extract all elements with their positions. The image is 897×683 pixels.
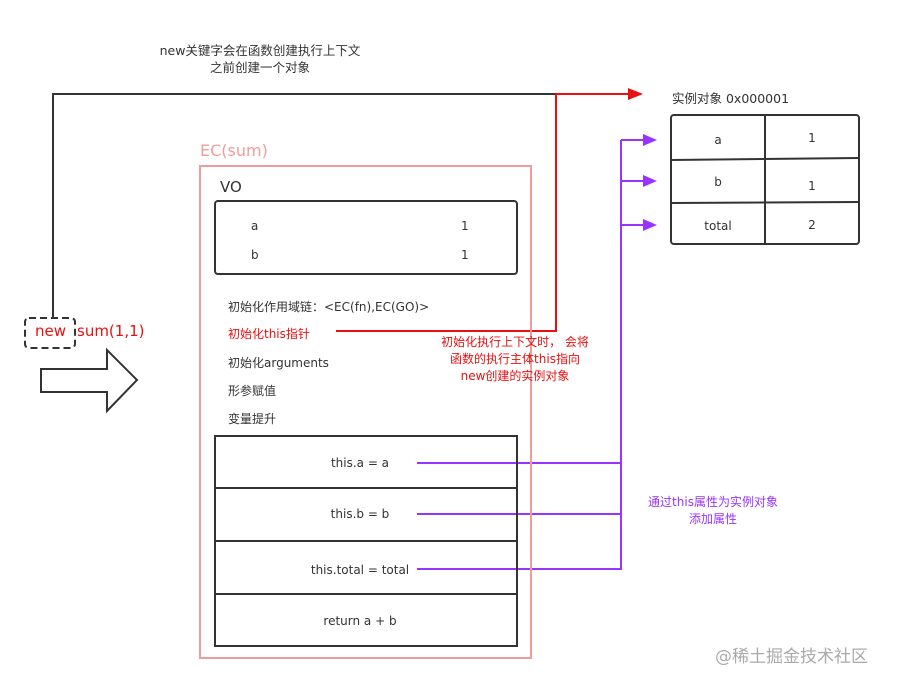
- top-note-line1: new关键字会在函数创建执行上下文: [159, 43, 361, 58]
- vo-key-b: b: [251, 248, 259, 262]
- new-keyword: new: [35, 322, 67, 340]
- red-arrowhead-icon: [628, 88, 643, 100]
- instance-key-total: total: [704, 219, 732, 233]
- this-pointer-line: [336, 93, 630, 332]
- vo-key-a: a: [251, 219, 259, 233]
- vo-title: VO: [220, 178, 242, 196]
- vo-box: [214, 200, 518, 275]
- watermark: @稀土掘金技术社区: [715, 647, 868, 667]
- top-note-line2: 之前创建一个对象: [209, 60, 310, 75]
- ec-title: EC(sum): [200, 141, 268, 160]
- purple-note: 通过this属性为实例对象 添加属性: [628, 494, 798, 528]
- code-row-this-total: this.total = total: [310, 563, 410, 577]
- instance-value-a: 1: [808, 131, 816, 145]
- instance-value-total: 2: [808, 218, 816, 232]
- red-note-line1: 初始化执行上下文时， 会将: [441, 335, 589, 349]
- code-row-return: return a + b: [323, 614, 397, 628]
- vo-value-b: 1: [461, 248, 469, 262]
- code-row-this-b: this.b = b: [330, 507, 390, 521]
- purple-note-line2: 添加属性: [688, 512, 737, 526]
- purple-line-total: [417, 140, 622, 570]
- purple-note-line1: 通过this属性为实例对象: [648, 495, 778, 509]
- new-keyword-box: [24, 317, 76, 349]
- top-note: new关键字会在函数创建执行上下文 之前创建一个对象: [130, 42, 390, 76]
- code-row-this-a: this.a = a: [330, 456, 390, 470]
- ec-box: [199, 165, 532, 659]
- instance-value-b: 1: [808, 179, 816, 193]
- purple-arrowhead-a-icon: [643, 134, 657, 146]
- red-note-line2: 函数的执行主体this指向: [450, 352, 580, 366]
- instance-key-b: b: [714, 175, 722, 189]
- step-this-pointer: 初始化this指针: [228, 327, 310, 341]
- purple-arrowhead-b-icon: [643, 175, 657, 187]
- red-note-line3: new创建的实例对象: [460, 369, 570, 383]
- red-note: 初始化执行上下文时， 会将 函数的执行主体this指向 new创建的实例对象: [420, 334, 610, 385]
- big-right-arrow-icon: [40, 347, 139, 414]
- step-hoisting: 变量提升: [228, 412, 277, 426]
- call-expression: sum(1,1): [77, 322, 145, 340]
- step-scope-chain: 初始化作用域链：<EC(fn),EC(GO)>: [228, 300, 430, 314]
- purple-arrowhead-total-icon: [643, 219, 657, 231]
- new-to-object-line: [52, 93, 556, 318]
- step-arguments: 初始化arguments: [228, 356, 329, 370]
- instance-key-a: a: [714, 133, 722, 147]
- instance-title: 实例对象 0x000001: [672, 91, 790, 106]
- vo-value-a: 1: [461, 219, 469, 233]
- step-param-assign: 形参赋值: [228, 384, 277, 398]
